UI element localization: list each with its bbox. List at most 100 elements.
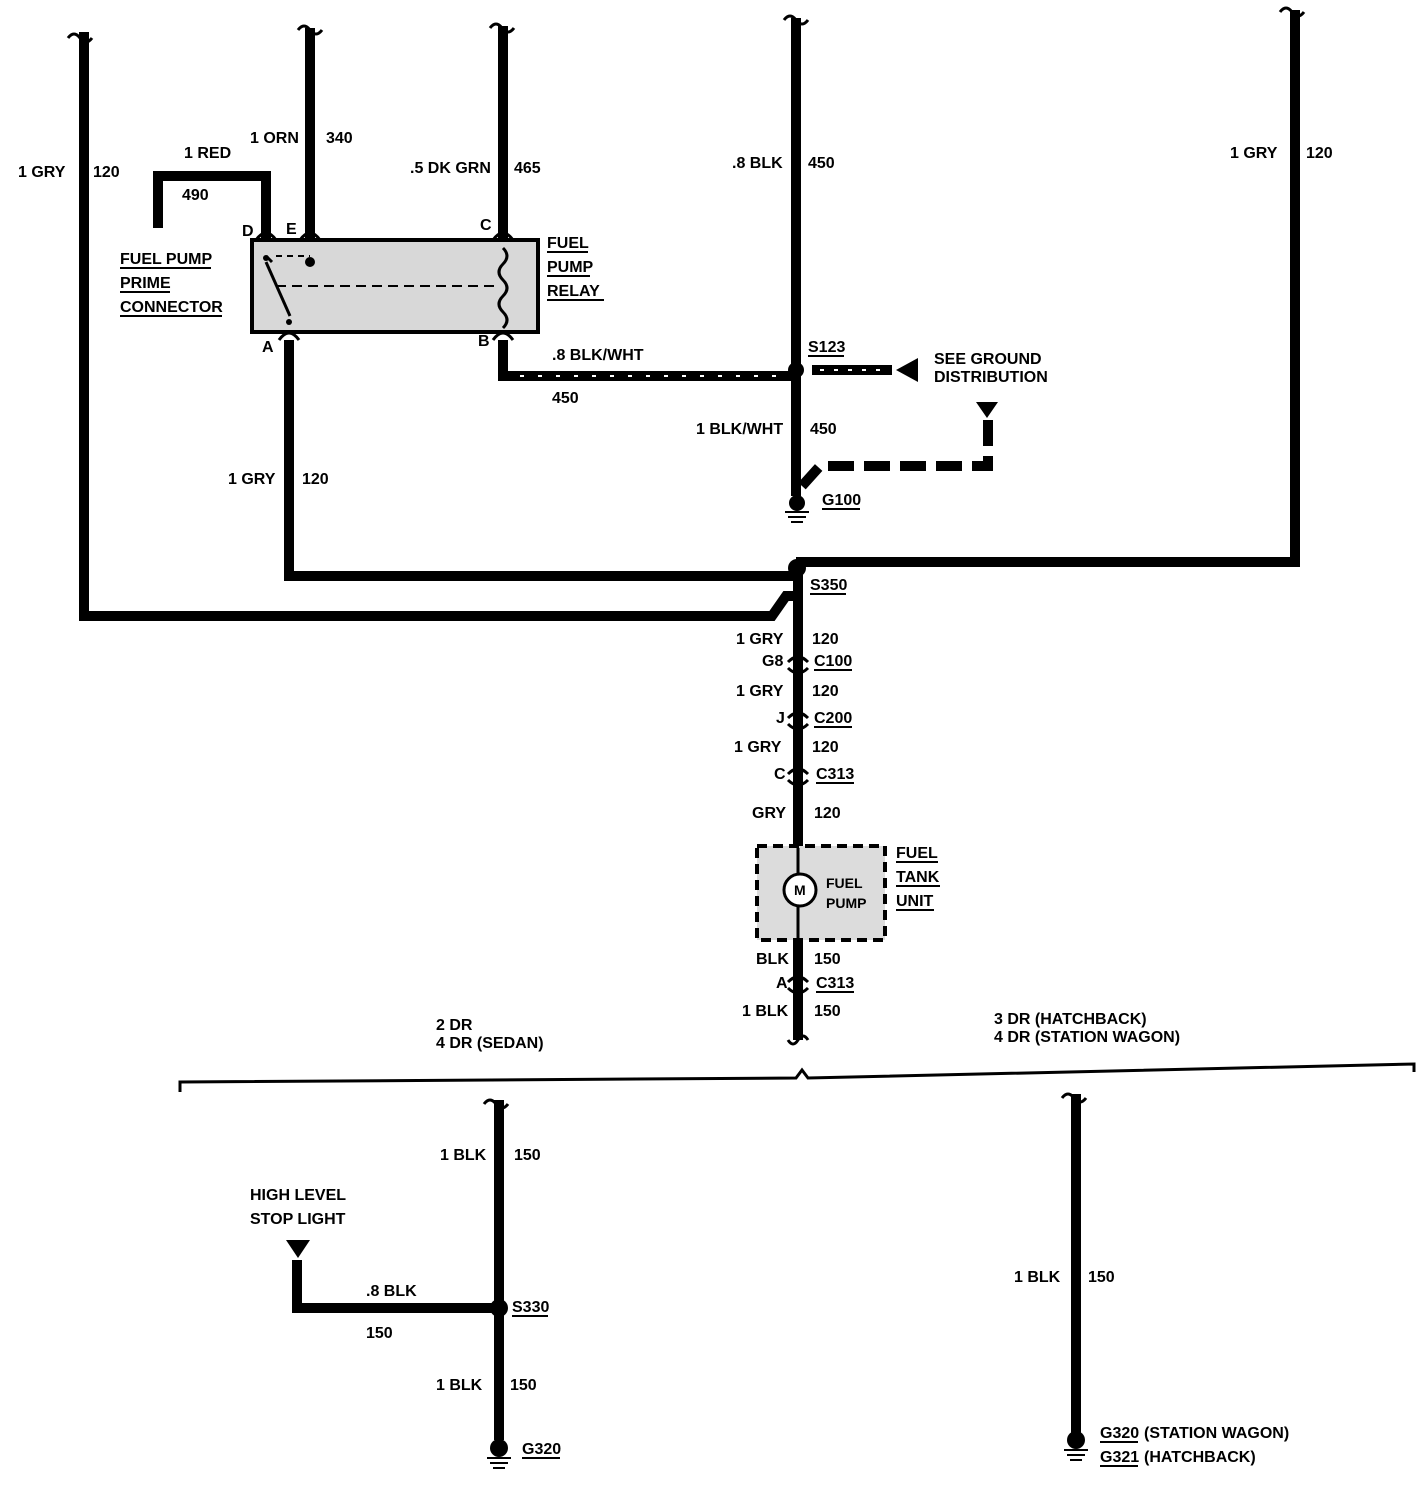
prime-wire-color: 1 RED [184,145,231,162]
wire-ground-ref-dashed [798,420,993,490]
chain-1-circuit: 120 [812,631,839,648]
wire-label-right-color: 1 GRY [1230,145,1278,162]
connector-c200-name: C200 [814,710,852,727]
s123-label: S123 [808,339,845,356]
sedan-bottom-circuit: 150 [510,1377,537,1394]
below-pump-1-circuit: 150 [814,951,841,968]
connector-c200-pin: J [776,710,785,727]
wagon-wire-color: 1 BLK [1014,1269,1061,1286]
relay-b-wire-color: .8 BLK/WHT [552,347,644,364]
s330-label: S330 [512,1299,549,1316]
relay-pin-d: D [242,223,254,240]
continuation-marks [66,6,1306,44]
below-pump-1-color: BLK [756,951,789,968]
ground-ref-arrow [896,358,918,382]
relay-b-wire-circuit: 450 [552,390,579,407]
relay-pin-c: C [480,217,492,234]
wire-label-grn-color: .5 DK GRN [410,160,491,177]
wire-blk-wht-450 [498,340,796,381]
relay-a-wire-color: 1 GRY [228,471,276,488]
prime-connector-title-2: PRIME [120,275,171,292]
chain-3-circuit: 120 [812,739,839,756]
wire-label-blk-color: .8 BLK [732,155,783,172]
stop-light-1: HIGH LEVEL [250,1187,346,1204]
splice-s350 [788,559,806,577]
stop-branch-circuit: 150 [366,1325,393,1342]
wire-stop-light-150 [292,1260,499,1313]
ground-ref-line-1: SEE GROUND [934,351,1042,368]
chain-3-color: 1 GRY [734,739,782,756]
wire-gry-120-relay-a [284,340,796,581]
wagon-wire-circuit: 150 [1088,1269,1115,1286]
connector-c313-name: C313 [816,766,854,783]
ground-ref-line-2: DISTRIBUTION [934,369,1048,386]
splice-s123 [788,362,804,378]
g100-wire-circuit: 450 [810,421,837,438]
variant-right-1: 3 DR (HATCHBACK) [994,1011,1147,1028]
chain-1-color: 1 GRY [736,631,784,648]
wire-red-490 [153,171,271,238]
splice-s330 [490,1299,508,1317]
sedan-top-color: 1 BLK [440,1147,487,1164]
stop-light-arrow [286,1240,310,1258]
ground-wagon-symbol [1064,1431,1088,1461]
relay-title-2: PUMP [547,259,594,276]
wire-label-blk-circuit: 450 [808,155,835,172]
variant-right-2: 4 DR (STATION WAGON) [994,1029,1180,1046]
tank-title-2: TANK [896,869,940,886]
relay-title-1: FUEL [547,235,589,252]
connector-c100-pin: G8 [762,653,783,670]
connector-c313-pin: C [774,766,786,783]
tank-title-1: FUEL [896,845,938,862]
g100-wire-color: 1 BLK/WHT [696,421,783,438]
trunk-connectors [786,655,810,995]
wire-label-orn-circuit: 340 [326,130,353,147]
variant-left-1: 2 DR [436,1017,473,1034]
prime-connector-title-3: CONNECTOR [120,299,223,316]
sedan-top-circuit: 150 [514,1147,541,1164]
fuel-tank-unit [755,844,887,942]
prime-wire-circuit: 490 [182,187,209,204]
ground-g100-symbol [785,495,809,523]
relay-pin-e: E [286,221,297,238]
connector-c313b-name: C313 [816,975,854,992]
chain-2-color: 1 GRY [736,683,784,700]
s350-label: S350 [810,577,847,594]
fuel-pump-relay [250,231,540,341]
chain-4-circuit: 120 [814,805,841,822]
stop-light-2: STOP LIGHT [250,1211,346,1228]
pump-label-2: PUMP [826,895,866,911]
sedan-ground-label: G320 [522,1441,561,1458]
g100-label: G100 [822,492,861,509]
variant-bracket [178,1062,1416,1092]
relay-pin-a: A [262,339,274,356]
relay-pin-b: B [478,333,490,350]
connector-c100-name: C100 [814,653,852,670]
wire-label-right-circuit: 120 [1306,145,1333,162]
below-pump-2-color: 1 BLK [742,1003,789,1020]
prime-connector-title-1: FUEL PUMP [120,251,212,268]
pump-label-1: FUEL [826,875,863,891]
wire-label-orn-color: 1 ORN [250,130,299,147]
wire-label-left-circuit: 120 [93,164,120,181]
ground-g320-sedan-symbol [487,1439,511,1469]
relay-title-3: RELAY [547,283,600,300]
sedan-bottom-color: 1 BLK [436,1377,483,1394]
below-pump-2-circuit: 150 [814,1003,841,1020]
wagon-ground2: G321 [1100,1449,1139,1466]
chain-4-color: GRY [752,805,786,822]
wire-label-grn-circuit: 465 [514,160,541,177]
tank-title-3: UNIT [896,893,934,910]
connector-c313b-pin: A [776,975,788,992]
wagon-ground1: G320 [1100,1425,1139,1442]
wire-label-left-color: 1 GRY [18,164,66,181]
stop-branch-color: .8 BLK [366,1283,417,1300]
wagon-ground2-note: (HATCHBACK) [1144,1449,1256,1466]
ground-ref-arrow-down [976,402,998,418]
relay-a-wire-circuit: 120 [302,471,329,488]
variant-left-2: 4 DR (SEDAN) [436,1035,544,1052]
wire-gry-120-left [79,32,796,621]
chain-2-circuit: 120 [812,683,839,700]
wagon-ground1-note: (STATION WAGON) [1144,1425,1289,1442]
